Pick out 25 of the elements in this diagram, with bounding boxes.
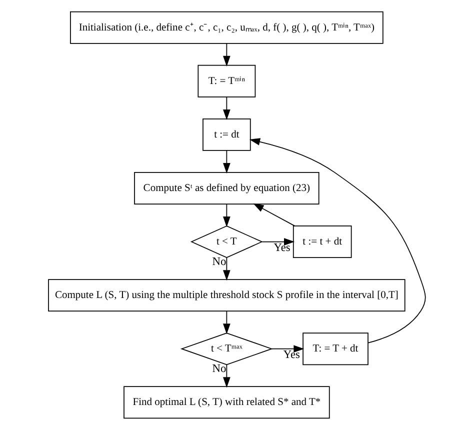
edge-label: Yes: [274, 242, 290, 254]
arrow: [223, 204, 230, 228]
node-box: T: = T + dt: [302, 332, 368, 366]
node-box: Compute Sᵗ as defined by equation (23): [134, 172, 320, 204]
arrow: [223, 310, 230, 334]
arrow: [223, 257, 230, 281]
node-box: Compute L (S, T) using the multiple threshold stock S profile in the interval [0,T]: [48, 279, 406, 312]
arrow: [223, 364, 230, 388]
arrow: [271, 345, 304, 353]
node-box: Find optimal L (S, T) with related S* and T*: [124, 386, 330, 419]
arrow: [223, 150, 230, 174]
arrow: [249, 138, 426, 344]
arrow: [253, 203, 296, 226]
node-box: T: = Tᵐⁱⁿ: [198, 64, 256, 98]
edge-label: No: [212, 256, 226, 268]
node-box: Initialisation (i.e., define c⁺, c⁻, c₁, c₂, uₘₐₓ, d, f( ), g( ), q( ), Tᵐⁱⁿ, Tᵐᵃˣ): [70, 11, 384, 44]
arrow: [262, 238, 295, 246]
node-diamond: t < T: [190, 225, 263, 258]
node-box: t := t + dt: [292, 226, 352, 258]
edge-label: Yes: [283, 348, 300, 361]
node-diamond: t < Tᵐᵃˣ: [180, 332, 273, 366]
arrow: [223, 43, 230, 66]
node-box: t := dt: [202, 118, 251, 151]
arrow: [223, 96, 230, 120]
edge-label: No: [212, 363, 226, 376]
